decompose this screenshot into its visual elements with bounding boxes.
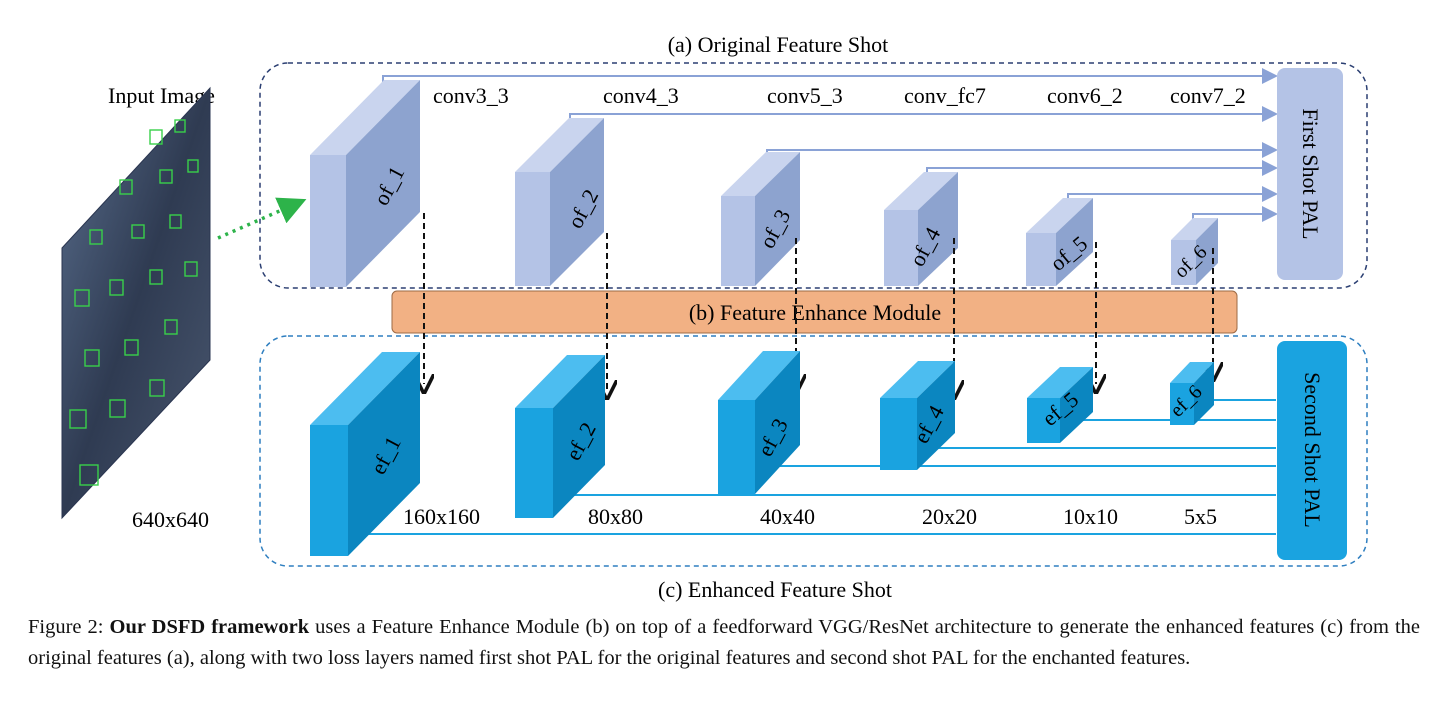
conv-label: conv5_3 (767, 83, 843, 108)
dsfd-diagram: (a) Original Feature Shot (c) Enhanced F… (61, 32, 1368, 602)
size-label: 80x80 (588, 504, 643, 529)
ef-block (515, 355, 605, 518)
of-block (884, 172, 958, 286)
original-shot-title: (a) Original Feature Shot (668, 32, 889, 57)
conv-label: conv3_3 (433, 83, 509, 108)
original-feature-blocks: of_1 of_2 of_3 of_4 of_5 of_6 (310, 80, 1218, 287)
second-shot-pal-label: Second Shot PAL (1300, 372, 1325, 528)
input-to-of1-arrow (217, 197, 307, 240)
of-block (515, 118, 604, 286)
input-image (61, 86, 307, 520)
feature-enhance-module: (b) Feature Enhance Module (391, 290, 1238, 334)
enhanced-feature-blocks: ef_1 ef_2 ef_3 ef_4 ef_5 ef_6 (310, 351, 1214, 556)
enhanced-feature-links (344, 399, 1276, 535)
caption-text: uses a Feature Enhance Module (b) on top… (28, 616, 1421, 669)
enhanced-shot-title: (c) Enhanced Feature Shot (658, 577, 892, 602)
size-labels: 160x160 80x80 40x40 20x20 10x10 5x5 (403, 504, 1217, 529)
original-shot-region (259, 62, 1368, 289)
second-shot-pal: Second Shot PAL (1277, 341, 1347, 560)
figure-caption: Figure 2: Our DSFD framework uses a Feat… (28, 612, 1420, 674)
conv-label: conv_fc7 (904, 83, 986, 108)
input-size-label: 640x640 (132, 507, 209, 532)
first-shot-pal-label: First Shot PAL (1298, 108, 1323, 239)
ef-block (880, 361, 955, 470)
ef-block (718, 351, 800, 494)
conv-label: conv7_2 (1170, 83, 1246, 108)
of-block (310, 80, 420, 287)
conv-labels: conv3_3 conv4_3 conv5_3 conv_fc7 conv6_2… (433, 83, 1246, 108)
feature-enhance-module-label: (b) Feature Enhance Module (689, 300, 941, 325)
of-block (1026, 198, 1093, 286)
ef-block (1170, 362, 1214, 425)
size-label: 10x10 (1063, 504, 1118, 529)
first-shot-pal: First Shot PAL (1277, 68, 1343, 280)
caption-prefix: Figure 2: (28, 616, 110, 638)
size-label: 160x160 (403, 504, 480, 529)
conv-label: conv6_2 (1047, 83, 1123, 108)
ef-block (310, 352, 420, 556)
size-label: 20x20 (922, 504, 977, 529)
ef-block (1027, 367, 1093, 443)
caption-bold: Our DSFD framework (109, 616, 310, 638)
size-label: 5x5 (1184, 504, 1217, 529)
enhanced-shot-region (259, 335, 1368, 567)
of-block (1171, 218, 1218, 285)
size-label: 40x40 (760, 504, 815, 529)
conv-label: conv4_3 (603, 83, 679, 108)
of-block (721, 152, 800, 286)
